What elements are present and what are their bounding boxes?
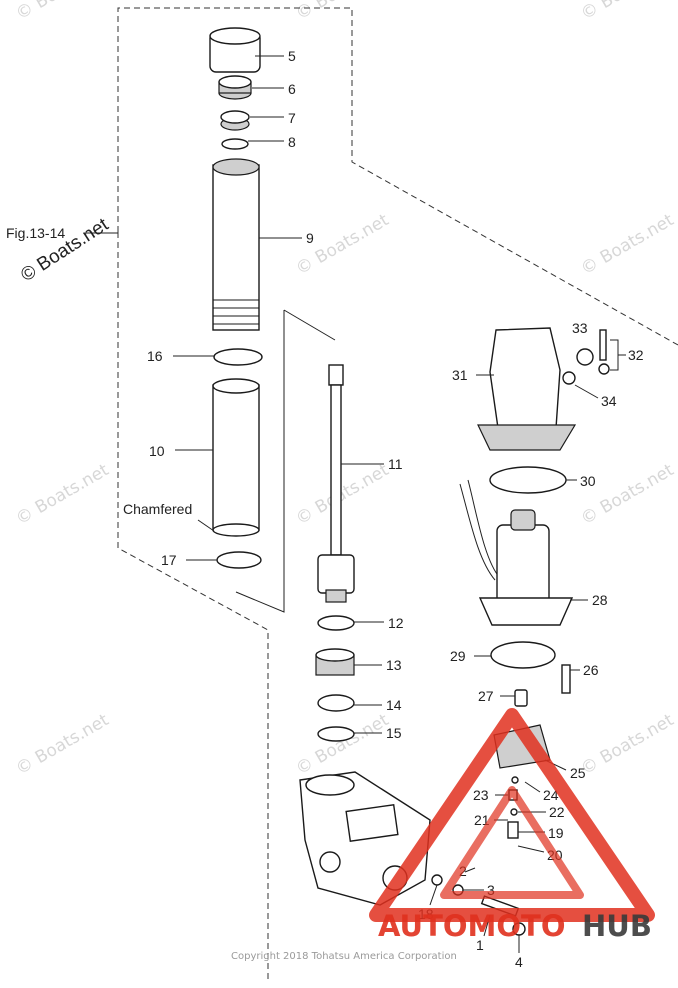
callout-33: 33 bbox=[572, 320, 588, 336]
part-13-bushing bbox=[315, 648, 355, 676]
part-7-washer bbox=[220, 110, 250, 131]
callout-26: 26 bbox=[583, 662, 599, 678]
bracket-housing bbox=[299, 771, 431, 906]
callout-10: 10 bbox=[149, 443, 165, 459]
part-12-seal bbox=[317, 615, 355, 631]
assembly-boundary bbox=[117, 7, 678, 346]
part-31-motor-cover bbox=[477, 327, 577, 451]
rod-group-line bbox=[235, 310, 285, 613]
part-11-piston-rod bbox=[317, 364, 355, 603]
callout-17: 17 bbox=[161, 552, 177, 568]
part-8-o-ring bbox=[221, 138, 249, 150]
watermark-text: © Boats.net bbox=[293, 460, 393, 529]
assembly-boundary-lower bbox=[117, 232, 269, 980]
callout-22: 22 bbox=[549, 804, 565, 820]
part-6-nut bbox=[218, 75, 252, 100]
part-14-snap-ring bbox=[317, 694, 355, 712]
figure-ref: Fig.13-14 bbox=[6, 225, 65, 241]
watermark-text: © Boats.net bbox=[578, 0, 678, 24]
watermark-text: © Boats.net bbox=[13, 0, 113, 24]
callout-8: 8 bbox=[288, 134, 296, 150]
callout-1: 1 bbox=[476, 937, 484, 953]
callout-12: 12 bbox=[388, 615, 404, 631]
part-16-o-ring bbox=[213, 348, 263, 366]
callout-29: 29 bbox=[450, 648, 466, 664]
callout-5: 5 bbox=[288, 48, 296, 64]
callout-34: 34 bbox=[601, 393, 617, 409]
callout-13: 13 bbox=[386, 657, 402, 673]
callout-25: 25 bbox=[570, 765, 586, 781]
callout-7: 7 bbox=[288, 110, 296, 126]
part-17-o-ring bbox=[216, 551, 262, 569]
callout-19: 19 bbox=[548, 825, 564, 841]
watermark-text: © Boats.net bbox=[293, 0, 393, 24]
watermark-text: © Boats.net bbox=[13, 710, 113, 779]
callout-32: 32 bbox=[628, 347, 644, 363]
part-33-grommet bbox=[576, 348, 594, 366]
part-34-o-ring bbox=[562, 371, 576, 385]
part-15-o-ring bbox=[317, 726, 355, 742]
inner-triangle-icon bbox=[440, 786, 584, 899]
part-5-cap bbox=[209, 27, 261, 73]
part-28-motor bbox=[459, 479, 574, 626]
callout-9: 9 bbox=[306, 230, 314, 246]
copyright-text: Copyright 2018 Tohatsu America Corporati… bbox=[231, 951, 457, 962]
watermark-text: © Boats.net bbox=[578, 210, 678, 279]
brand-logo: AUTOMOTO HUB bbox=[369, 708, 655, 943]
callout-30: 30 bbox=[580, 473, 596, 489]
callouts: 5 6 7 8 9 16 10 Chamfered 17 11 12 13 14… bbox=[123, 48, 644, 970]
callout-31: 31 bbox=[452, 367, 468, 383]
part-26-screw bbox=[561, 664, 571, 694]
part-29-o-ring bbox=[490, 641, 556, 669]
warning-triangle-icon bbox=[369, 708, 655, 922]
callout-11: 11 bbox=[388, 456, 403, 472]
watermark-text: © Boats.net bbox=[293, 710, 393, 779]
callout-24: 24 bbox=[543, 787, 559, 803]
callout-3: 3 bbox=[487, 882, 495, 898]
part-27-plug bbox=[514, 689, 528, 707]
callout-27: 27 bbox=[478, 688, 494, 704]
callout-28: 28 bbox=[592, 592, 608, 608]
callout-23: 23 bbox=[473, 787, 489, 803]
chamfered-label: Chamfered bbox=[123, 501, 192, 517]
watermark-text: © Boats.net bbox=[578, 460, 678, 529]
part-32-bolt bbox=[598, 329, 610, 375]
callout-14: 14 bbox=[386, 697, 402, 713]
callout-15: 15 bbox=[386, 725, 402, 741]
part-10-sleeve bbox=[212, 378, 260, 537]
part-30-o-ring bbox=[489, 466, 567, 494]
watermark-text: © Boats.net bbox=[578, 710, 678, 779]
callout-16: 16 bbox=[147, 348, 163, 364]
logo-text-automoto: AUTOMOTO bbox=[378, 909, 565, 943]
callout-6: 6 bbox=[288, 81, 296, 97]
watermark-text: © Boats.net bbox=[13, 460, 113, 529]
callout-4: 4 bbox=[515, 954, 523, 970]
logo-text-hub: HUB bbox=[582, 909, 652, 943]
part-9-cylinder bbox=[212, 158, 260, 331]
